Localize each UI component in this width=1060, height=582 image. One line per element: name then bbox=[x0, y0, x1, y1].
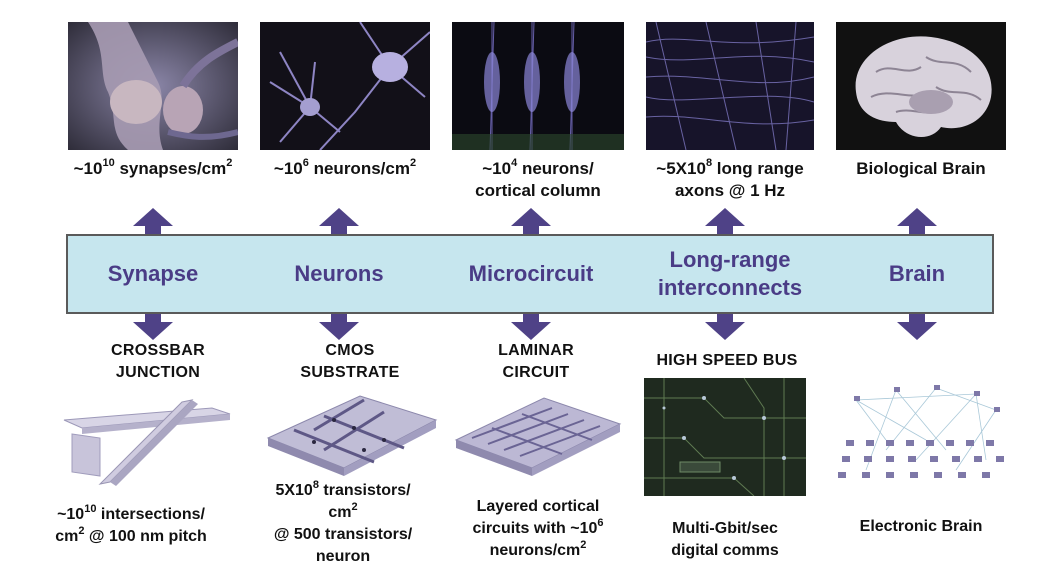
long-range-bio-caption: ~5X108 long range axons @ 1 Hz bbox=[656, 157, 804, 200]
cortical-column-image bbox=[452, 22, 624, 150]
laminar-tech-caption: Layered cortical circuits with ~106 neur… bbox=[472, 498, 604, 559]
synapse-up-arrow bbox=[133, 208, 173, 236]
high-speed-bus-tech-caption: Multi-Gbit/sec digital comms bbox=[671, 520, 779, 559]
band-label-brain: Brain bbox=[888, 261, 946, 286]
band-label-long-range: Long-range interconnects bbox=[657, 247, 803, 300]
crossbar-image bbox=[62, 398, 232, 488]
neurons-up-arrow bbox=[319, 208, 359, 236]
electronic-brain-network-image bbox=[826, 380, 1016, 500]
axons-image bbox=[646, 22, 814, 150]
synapse-image bbox=[68, 22, 238, 150]
neuron-image bbox=[260, 22, 430, 150]
brain-down-arrow bbox=[897, 312, 937, 340]
neurons-down-arrow bbox=[319, 312, 359, 340]
synapse-bio-caption: ~1010 synapses/cm2 bbox=[73, 157, 233, 178]
crossbar-tech-caption: ~1010 intersections/ cm2 @ 100 nm pitch bbox=[55, 502, 207, 545]
brain-image bbox=[836, 22, 1006, 150]
microcircuit-bio-caption: ~104 neurons/ cortical column bbox=[475, 157, 601, 200]
band-label-microcircuit: Microcircuit bbox=[468, 261, 594, 286]
scale-band bbox=[66, 234, 994, 314]
synapse-down-arrow bbox=[133, 312, 173, 340]
microcircuit-up-arrow bbox=[511, 208, 551, 236]
long-range-up-arrow bbox=[705, 208, 745, 236]
electronic-brain-caption: Electronic Brain bbox=[859, 518, 983, 535]
microcircuit-down-arrow bbox=[511, 312, 551, 340]
circuit-board-image bbox=[644, 378, 806, 496]
cmos-tech-caption: 5X108 transistors/ cm2 @ 500 transistors… bbox=[273, 478, 413, 565]
band-label-synapse: Synapse bbox=[107, 261, 199, 286]
cmos-substrate-image bbox=[264, 390, 440, 476]
band-label-neurons: Neurons bbox=[294, 261, 384, 286]
brain-bio-caption: Biological Brain bbox=[856, 159, 986, 178]
high-speed-bus-label: HIGH SPEED BUS bbox=[656, 352, 798, 369]
neurons-bio-caption: ~106 neurons/cm2 bbox=[273, 157, 417, 178]
brain-up-arrow bbox=[897, 208, 937, 236]
laminar-circuit-image bbox=[452, 392, 624, 476]
long-range-down-arrow bbox=[705, 312, 745, 340]
